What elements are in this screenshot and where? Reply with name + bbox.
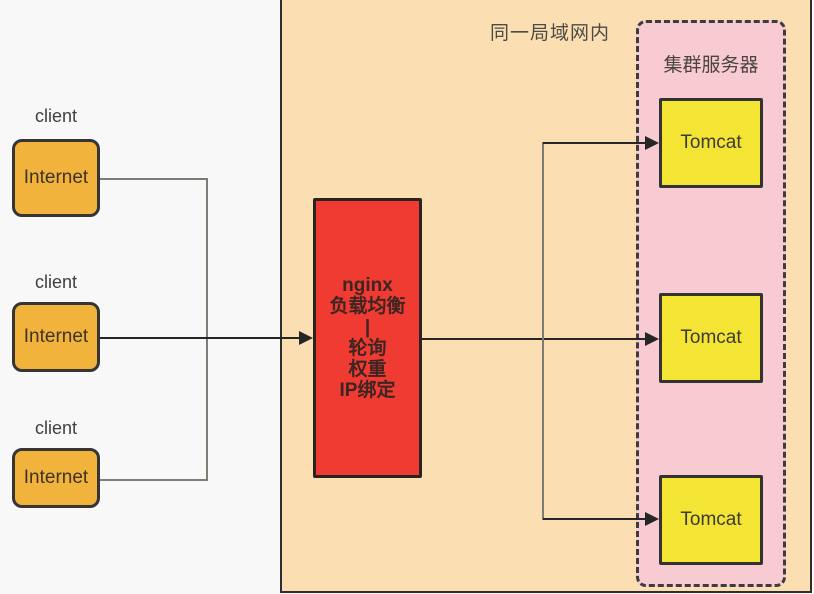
clients-to-nginx-line: [100, 337, 301, 339]
tomcat-node-1[interactable]: Tomcat: [659, 98, 763, 188]
fanout-to-bottom-tomcat-line: [543, 518, 645, 520]
nginx-line-ip-binding: IP绑定: [339, 380, 396, 401]
tomcat1-text: Tomcat: [680, 132, 742, 153]
nginx-line-separator: |: [364, 317, 371, 338]
cluster-servers-label: 集群服务器: [663, 55, 759, 76]
tomcat2-text: Tomcat: [680, 327, 742, 348]
client3-connector-line: [100, 479, 208, 481]
client-connector-vertical-line: [206, 178, 208, 481]
lan-label: 同一局域网内: [489, 23, 610, 44]
nginx-line-weight: 权重: [348, 359, 387, 380]
arrowhead-into-nginx: [299, 331, 313, 345]
tomcat-fanout-vertical-line: [542, 142, 544, 520]
arrowhead-into-bottom-tomcat: [645, 512, 659, 526]
client1-connector-line: [100, 178, 208, 180]
client1-internet-node[interactable]: Internet: [12, 139, 100, 217]
nginx-load-balancer-node[interactable]: nginx 负载均衡 | 轮询 权重 IP绑定: [313, 198, 422, 478]
client3-internet-node[interactable]: Internet: [12, 448, 100, 508]
tomcat-node-3[interactable]: Tomcat: [659, 475, 763, 565]
nginx-line-round-robin: 轮询: [348, 338, 387, 359]
client2-label: client: [34, 272, 78, 292]
arrowhead-into-middle-tomcat: [645, 332, 659, 346]
nginx-to-middle-tomcat-line: [422, 338, 645, 340]
client2-internet-node[interactable]: Internet: [12, 302, 100, 372]
client3-internet-text: Internet: [23, 467, 89, 488]
client2-internet-text: Internet: [23, 326, 89, 347]
tomcat3-text: Tomcat: [680, 509, 742, 530]
client1-label: client: [34, 106, 78, 126]
nginx-title: nginx: [342, 275, 393, 296]
client1-internet-text: Internet: [23, 167, 89, 188]
arrowhead-into-top-tomcat: [645, 136, 659, 150]
fanout-to-top-tomcat-line: [543, 142, 645, 144]
tomcat-node-2[interactable]: Tomcat: [659, 293, 763, 383]
client3-label: client: [34, 418, 78, 438]
nginx-line-load-balancing: 负载均衡: [329, 296, 406, 317]
